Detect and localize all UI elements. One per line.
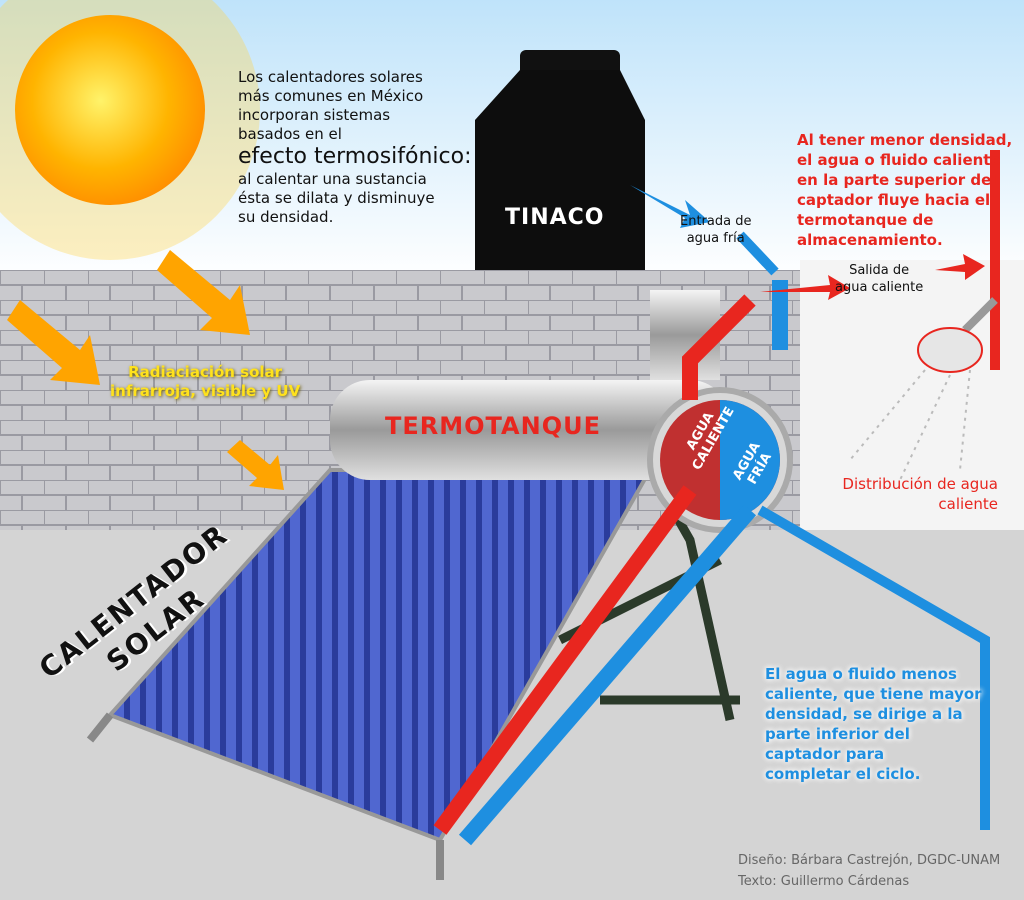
label-line: Salida de [849, 263, 910, 278]
intro-line: al calentar una sustancia [238, 170, 427, 188]
label-line: Entrada de [680, 214, 752, 229]
radiation-label: Radiaciación solar infrarroja, visible y… [110, 363, 300, 401]
intro-line: su densidad. [238, 208, 334, 226]
entrada-label: Entrada de agua fría [680, 213, 751, 247]
termotanque-label: TERMOTANQUE [385, 412, 601, 440]
intro-emphasis: efecto termosifónico: [238, 144, 472, 169]
note-line: completar el ciclo. [765, 765, 921, 783]
label-line: Radiaciación solar [128, 363, 283, 381]
label-line: agua caliente [835, 280, 924, 295]
label-line: infrarroja, visible y UV [110, 382, 301, 400]
credits: Diseño: Bárbara Castrejón, DGDC-UNAM Tex… [738, 850, 1000, 892]
tinaco-tank [475, 50, 645, 270]
tinaco-label: TINACO [505, 205, 605, 230]
intro-text: Los calentadores solares más comunes en … [238, 68, 472, 227]
note-line: captador fluye hacia el [797, 191, 991, 209]
intro-line: basados en el [238, 125, 342, 143]
intro-line: más comunes en México [238, 87, 424, 105]
note-line: caliente, que tiene mayor [765, 685, 982, 703]
note-line: El agua o fluido menos [765, 665, 957, 683]
credit-design: Diseño: Bárbara Castrejón, DGDC-UNAM [738, 853, 1001, 868]
distribucion-label: Distribución de agua caliente [820, 474, 998, 514]
label-line: agua fría [686, 231, 745, 246]
note-line: en la parte superior del [797, 171, 997, 189]
label-line: caliente [938, 495, 998, 513]
note-line: captador para [765, 745, 885, 763]
flow-arrows [630, 185, 985, 300]
note-line: densidad, se dirige a la [765, 705, 963, 723]
note-line: el agua o fluido caliente [797, 151, 1001, 169]
label-line: Distribución de agua [842, 475, 998, 493]
salida-label: Salida de agua caliente [835, 262, 923, 296]
intro-line: incorporan sistemas [238, 106, 391, 124]
note-line: termotanque de [797, 211, 934, 229]
shower-head-icon [849, 297, 998, 481]
credit-text: Texto: Guillermo Cárdenas [738, 874, 910, 889]
note-line: almacenamiento. [797, 231, 943, 249]
sun-icon [0, 0, 260, 260]
note-line: Al tener menor densidad, [797, 131, 1013, 149]
cold-water-note: El agua o fluido menos caliente, que tie… [765, 664, 982, 784]
note-line: parte inferior del [765, 725, 910, 743]
intro-line: ésta se dilata y disminuye [238, 189, 435, 207]
intro-line: Los calentadores solares [238, 68, 423, 86]
hot-water-note: Al tener menor densidad, el agua o fluid… [797, 130, 1012, 250]
